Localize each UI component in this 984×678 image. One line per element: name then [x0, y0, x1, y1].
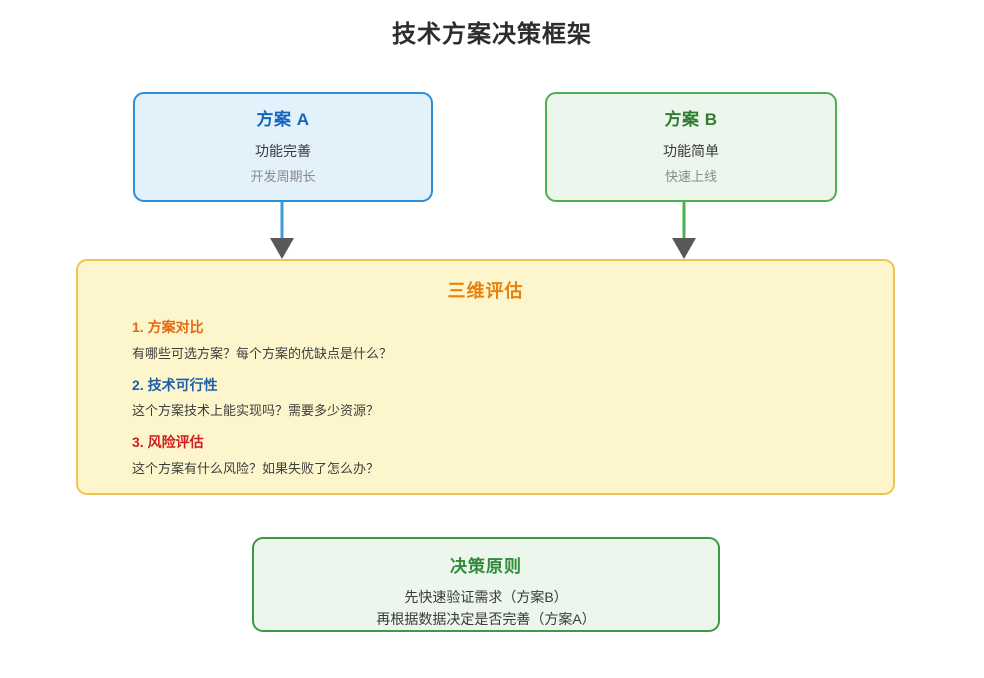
evaluation-item-desc: 有哪些可选方案？每个方案的优缺点是什么？ — [132, 345, 393, 361]
evaluation-item-heading: 3. 风险评估 — [132, 434, 204, 451]
principle-line-1: 先快速验证需求（方案B） — [404, 589, 568, 605]
page-title: 技术方案决策框架 — [392, 21, 592, 48]
option-b-line1: 功能简单 — [663, 143, 719, 160]
option-b-title: 方案 B — [664, 110, 718, 129]
evaluation-item-list: 1. 方案对比 有哪些可选方案？每个方案的优缺点是什么？ 2. 技术可行性 这个… — [78, 319, 893, 478]
option-b-line2: 快速上线 — [664, 169, 717, 185]
evaluation-item: 3. 风险评估 这个方案有什么风险？如果失败了怎么办？ — [132, 434, 893, 478]
evaluation-item-heading: 1. 方案对比 — [132, 319, 204, 335]
evaluation-item-desc: 这个方案有什么风险？如果失败了怎么办？ — [132, 461, 380, 477]
option-a-line2: 开发周期长 — [250, 169, 316, 185]
principle-title: 决策原则 — [450, 557, 522, 576]
option-a-line1: 功能完善 — [255, 143, 311, 160]
arrowhead-b — [672, 238, 696, 259]
option-a-box[interactable]: 方案 A 功能完善 开发周期长 — [133, 92, 433, 202]
principle-box[interactable]: 决策原则 先快速验证需求（方案B） 再根据数据决定是否完善（方案A） — [252, 537, 720, 632]
principle-line-2: 再根据数据决定是否完善（方案A） — [376, 611, 596, 628]
arrowhead-a — [270, 238, 294, 259]
evaluation-title: 三维评估 — [447, 281, 524, 301]
evaluation-item: 1. 方案对比 有哪些可选方案？每个方案的优缺点是什么？ — [132, 319, 893, 363]
option-b-box[interactable]: 方案 B 功能简单 快速上线 — [545, 92, 837, 202]
evaluation-panel[interactable]: 三维评估 1. 方案对比 有哪些可选方案？每个方案的优缺点是什么？ 2. 技术可… — [76, 259, 895, 495]
evaluation-item-desc: 这个方案技术上能实现吗？需要多少资源？ — [132, 403, 380, 419]
evaluation-item: 2. 技术可行性 这个方案技术上能实现吗？需要多少资源？ — [132, 377, 893, 421]
option-a-title: 方案 A — [256, 110, 310, 129]
evaluation-item-heading: 2. 技术可行性 — [132, 376, 218, 393]
